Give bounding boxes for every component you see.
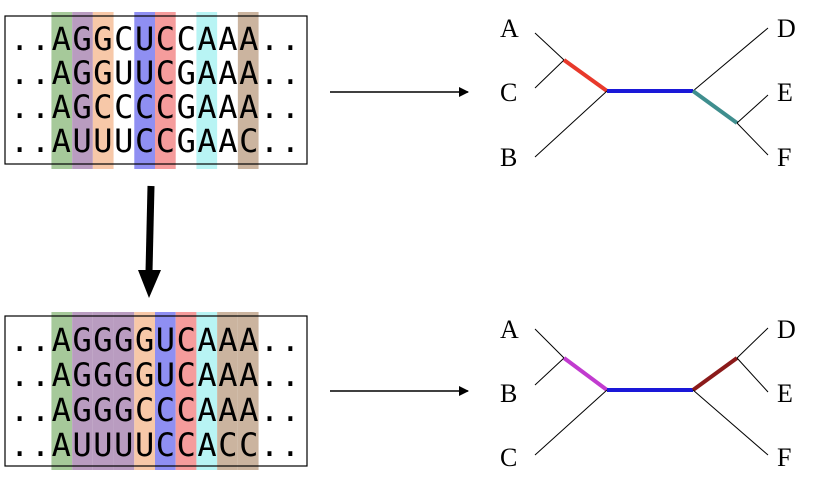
top-tree-leaf-5: E <box>777 78 793 107</box>
top-tree: A C B D E F <box>500 14 796 172</box>
column-band-tan <box>237 312 259 470</box>
bottom-alignment-frame <box>4 315 308 467</box>
bottom-alignment-bands <box>51 312 259 470</box>
top-alignment-row-1: ..AGGCUCCAAA.. <box>10 20 300 58</box>
column-band-red <box>155 12 176 169</box>
arrow-top-alignment-to-bottom-alignment <box>138 185 161 298</box>
bottom-alignment-row-3: ..AGGGCCCAAA.. <box>10 391 300 429</box>
top-tree-edge-a <box>534 32 565 61</box>
top-tree-leaf-2: C <box>500 78 517 107</box>
column-band-cyan <box>196 12 218 169</box>
top-tree-edge-e <box>736 94 769 124</box>
bottom-tree-leaf-2: B <box>500 379 517 408</box>
top-alignment-row-2: ..AGGUUCGAAA.. <box>10 54 300 92</box>
top-tree-leaf-6: F <box>777 143 791 172</box>
column-band-purple <box>92 312 114 470</box>
bottom-tree-edge-c <box>534 389 608 456</box>
top-tree-edge-d <box>692 27 769 92</box>
column-band-orange <box>92 12 114 169</box>
column-band-tan <box>217 312 238 470</box>
top-tree-leaf-3: B <box>500 143 517 172</box>
top-alignment-row-4: ..AUUUCCGAAC.. <box>10 122 300 160</box>
column-band-purple <box>72 312 93 470</box>
column-band-cyan <box>196 312 218 470</box>
top-alignment-bands <box>51 12 259 169</box>
bottom-tree-leaf-3: C <box>500 443 517 472</box>
top-tree-branch-left <box>562 58 609 93</box>
bottom-alignment-row-1: ..AGGGGUCAAA.. <box>10 321 300 359</box>
bottom-tree: A B C D E F <box>500 315 796 472</box>
bottom-tree-branch-left <box>562 356 609 392</box>
bottom-tree-edge-a <box>534 328 565 359</box>
column-band-purple <box>113 312 135 470</box>
column-band-orange <box>134 312 155 470</box>
bottom-alignment-row-4: ..AUUUUCCACC.. <box>10 426 300 464</box>
top-alignment-row-3: ..AGCCCCGAAA.. <box>10 88 300 126</box>
top-tree-leaf-1: A <box>500 14 519 43</box>
top-alignment: ..AGGCUCCAAA.. ..AGGUUCGAAA.. ..AGCCCCGA… <box>4 12 308 169</box>
bottom-tree-edge-f <box>692 389 769 456</box>
bottom-alignment: ..AGGGGUCAAA.. ..AGGGGUCAAA.. ..AGGGCCCA… <box>4 312 308 470</box>
bottom-tree-leaf-5: E <box>777 379 793 408</box>
bottom-tree-leaf-1: A <box>500 315 519 344</box>
column-band-blue <box>155 312 176 470</box>
top-tree-edge-b <box>534 90 608 158</box>
top-tree-leaf-4: D <box>777 14 796 43</box>
top-tree-edge-c <box>534 59 565 89</box>
bottom-tree-leaf-4: D <box>777 315 796 344</box>
column-band-red <box>175 312 197 470</box>
bottom-tree-leaf-6: F <box>777 443 791 472</box>
top-alignment-frame <box>4 15 308 165</box>
bottom-tree-edge-d <box>736 327 769 359</box>
bottom-alignment-row-2: ..AGGGGUCAAA.. <box>10 356 300 394</box>
bottom-tree-edge-b <box>534 357 565 386</box>
top-tree-branch-right <box>691 89 739 125</box>
column-band-tan <box>237 12 259 169</box>
column-band-green <box>51 12 73 169</box>
bottom-tree-edge-e <box>736 357 769 393</box>
bottom-tree-branch-right <box>691 356 739 392</box>
column-band-purple <box>72 12 93 169</box>
top-tree-edge-f <box>736 122 769 156</box>
column-band-blue <box>134 12 155 169</box>
column-band-green <box>51 312 73 470</box>
